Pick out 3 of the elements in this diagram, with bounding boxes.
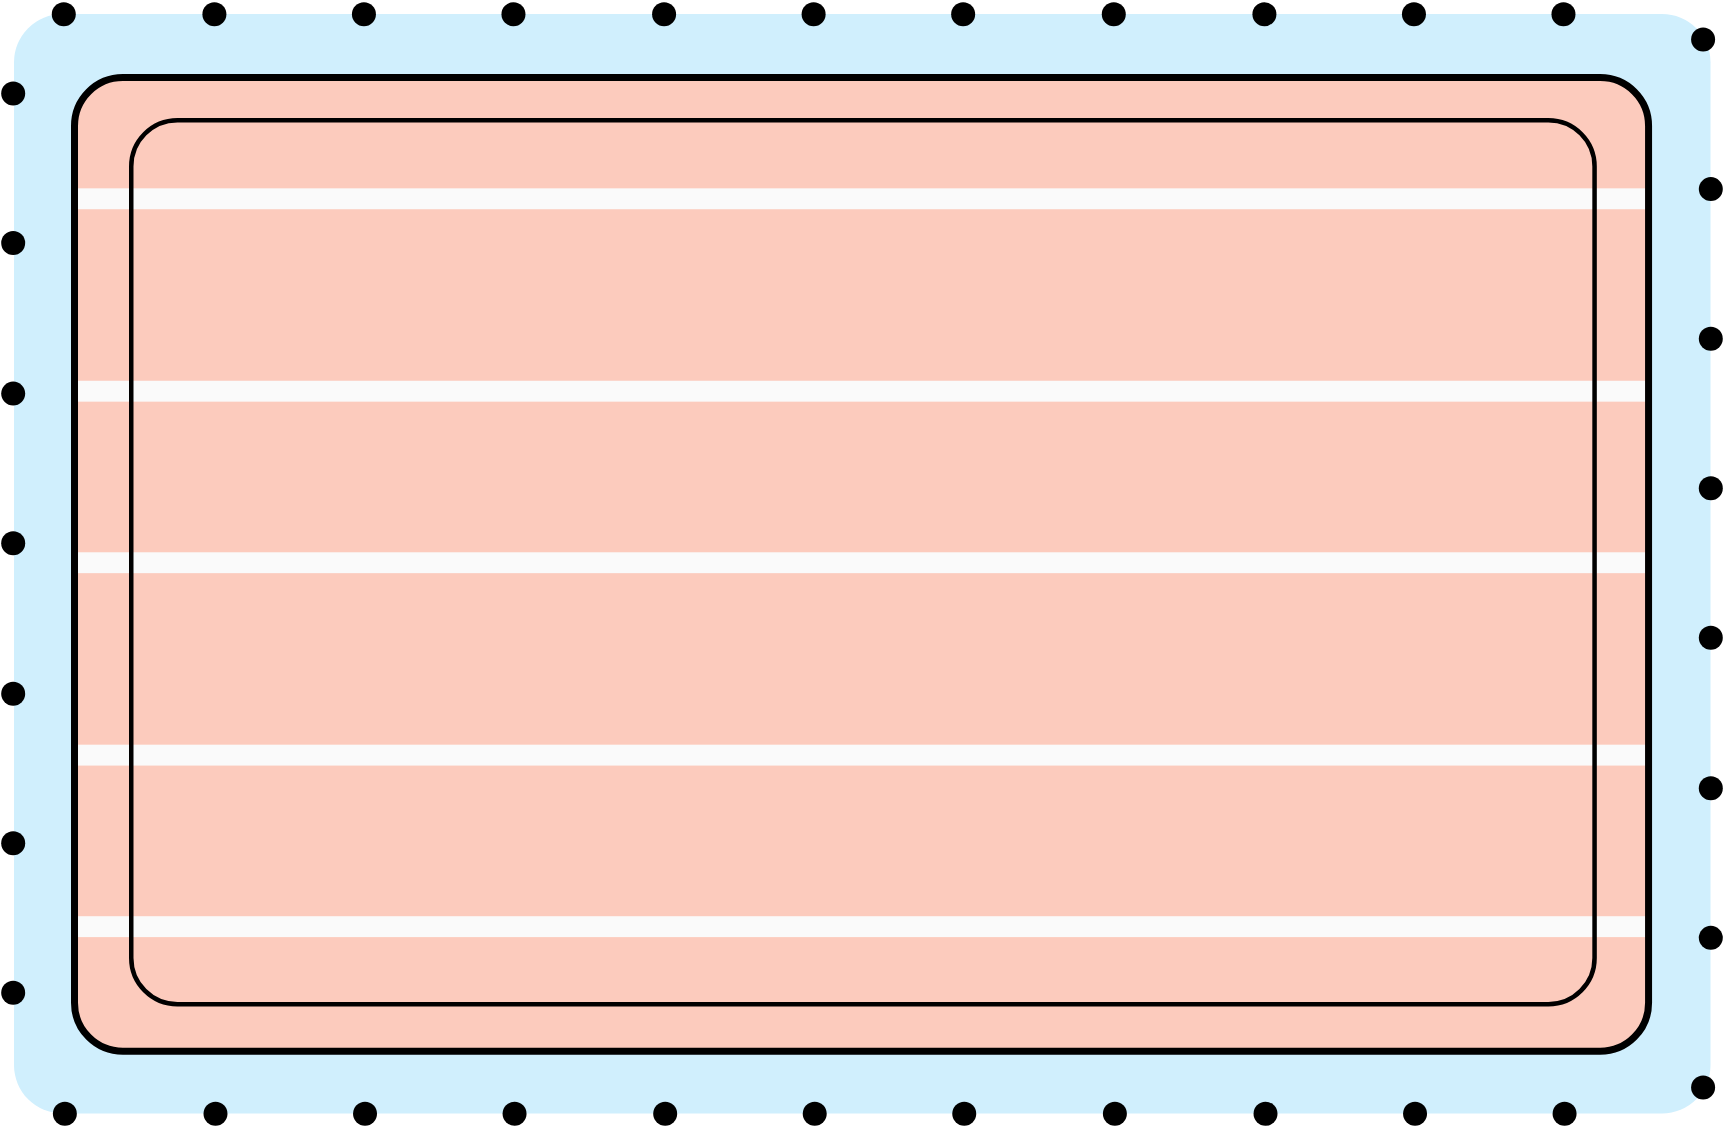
board-background [14, 14, 1711, 1114]
outer-frame [71, 73, 1653, 1055]
inner-frame [128, 117, 1597, 1006]
